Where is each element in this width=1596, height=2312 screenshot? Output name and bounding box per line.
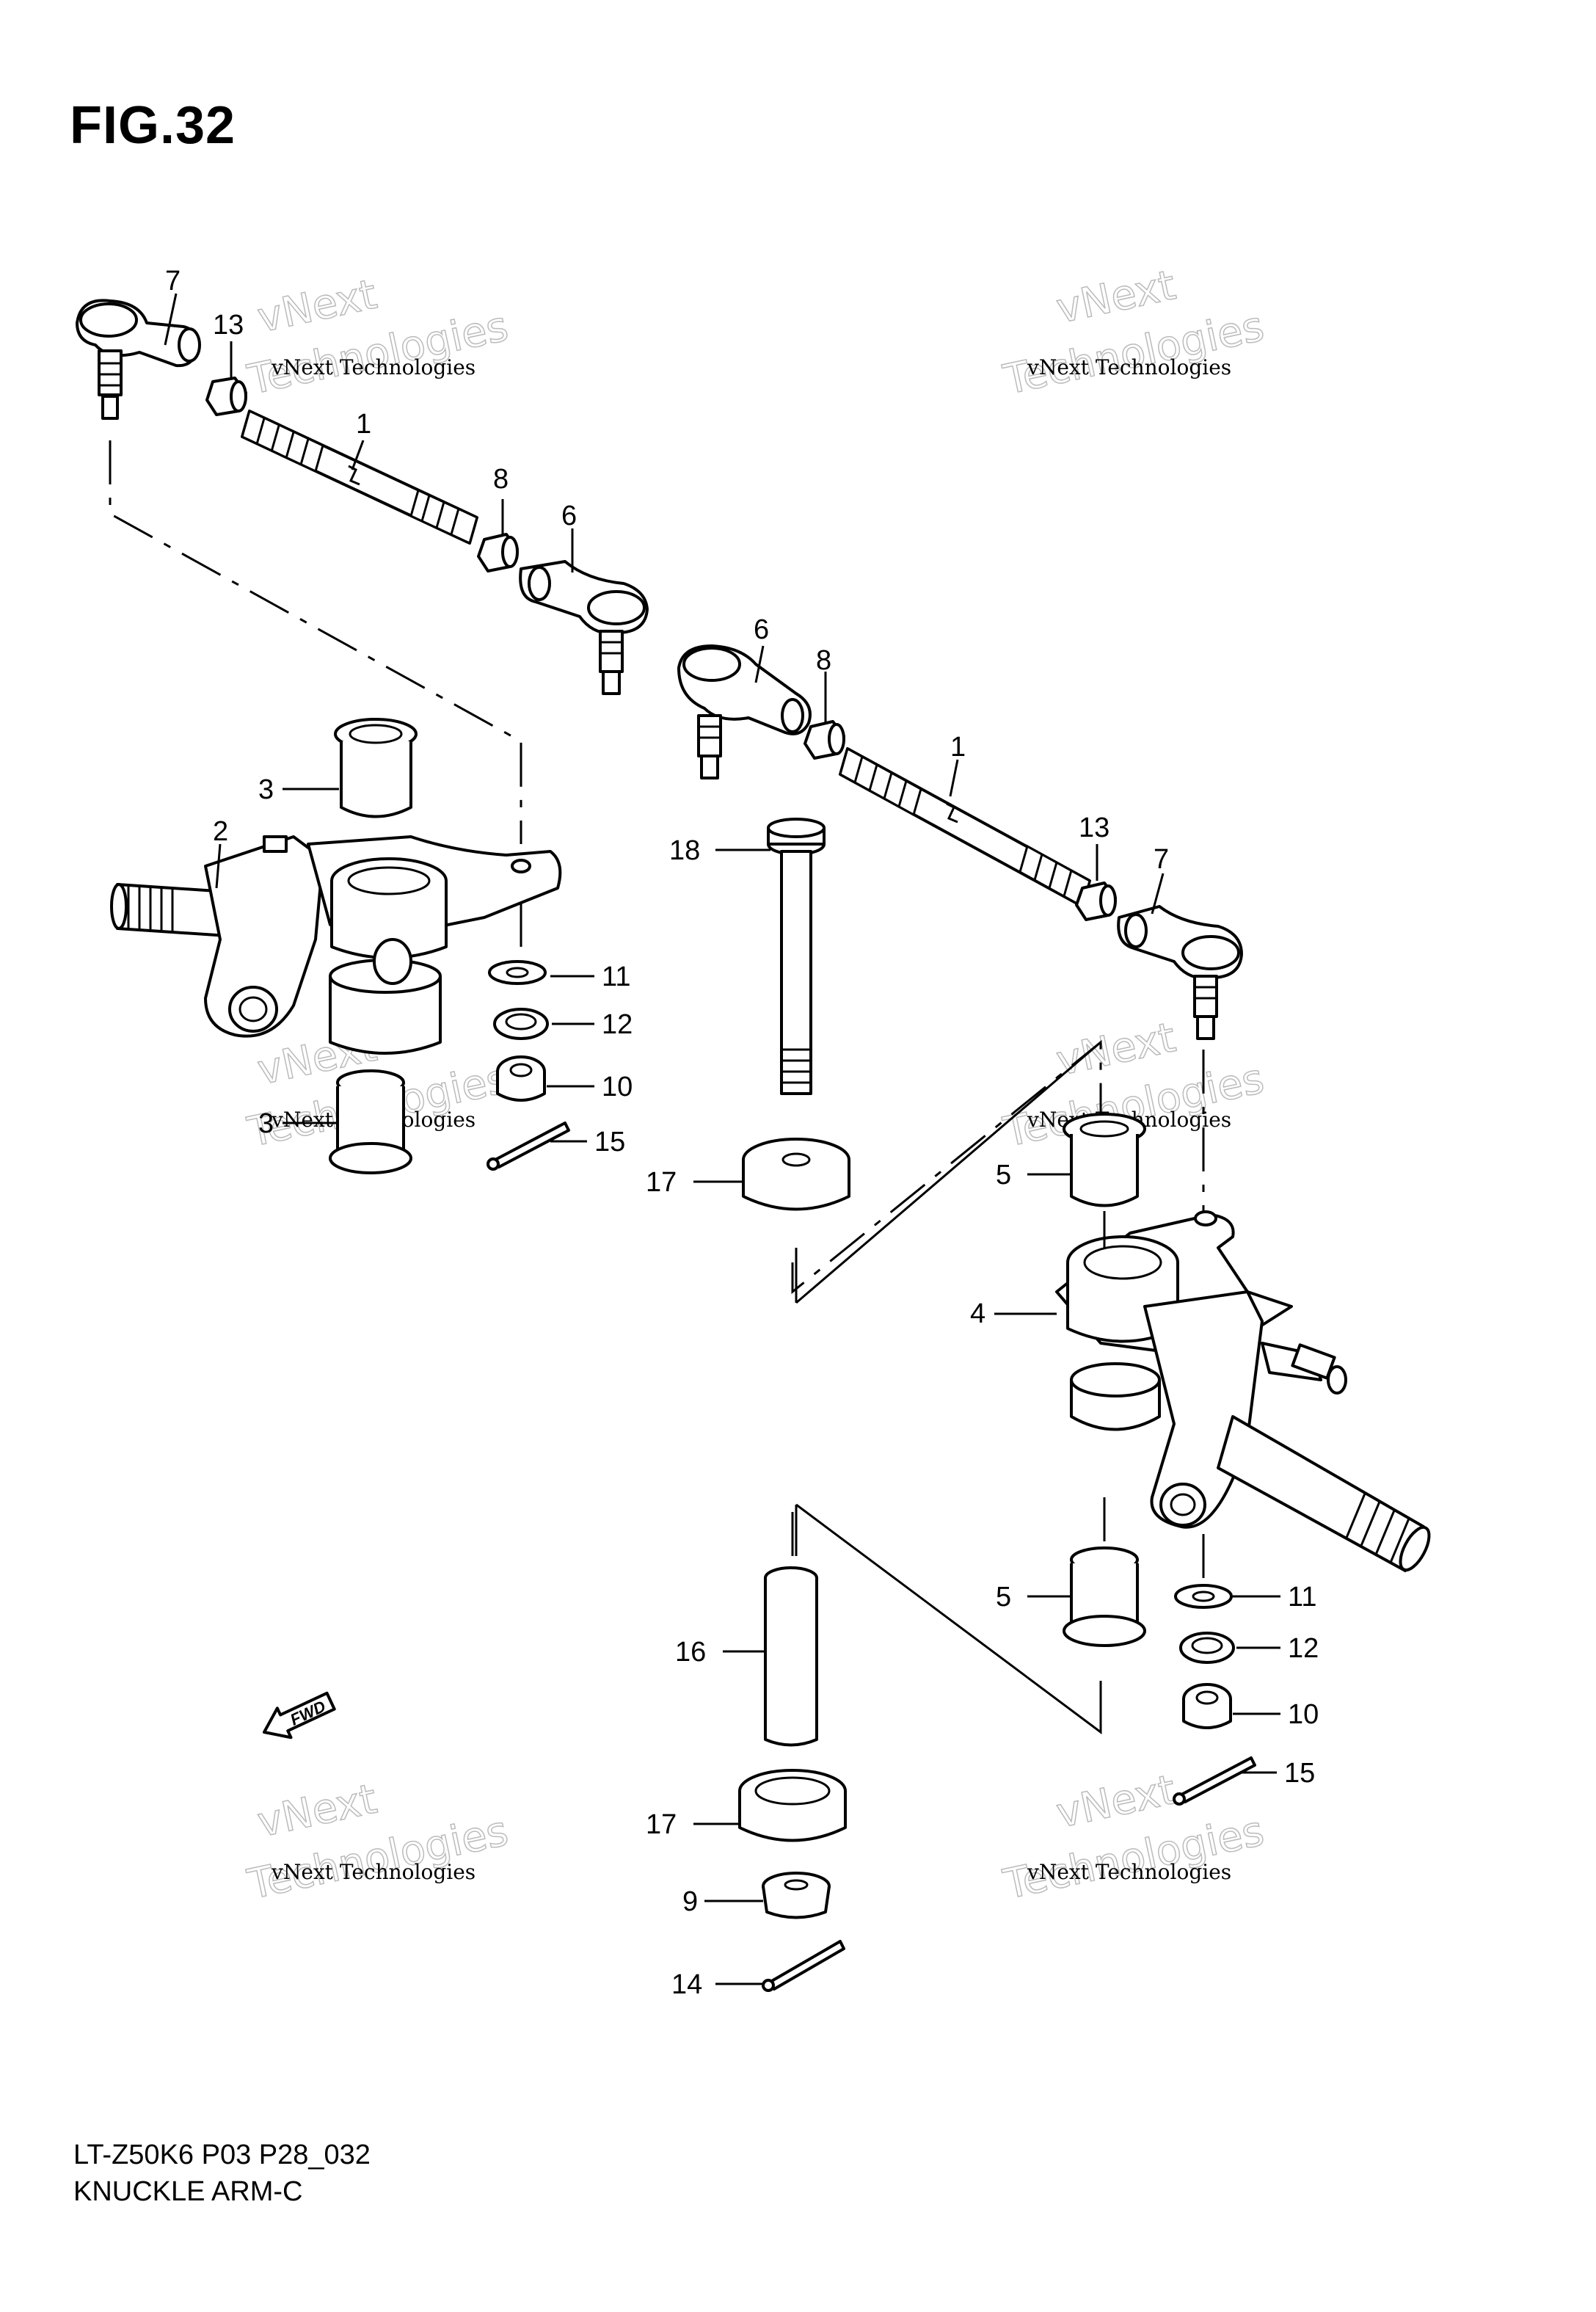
svg-text:vNext: vNext [1052, 1014, 1180, 1086]
svg-text:vNext Technologies: vNext Technologies [271, 1860, 475, 1884]
figure-title: FIG.32 [70, 96, 236, 155]
nut-8-right [804, 720, 845, 760]
svg-text:vNext Technologies: vNext Technologies [1027, 355, 1231, 379]
callout-11-right: 11 [1288, 1582, 1316, 1613]
callout-13-left: 13 [213, 310, 244, 341]
pin-16 [764, 1566, 818, 1747]
nut-13-left [205, 377, 247, 416]
nut-10-right [1182, 1683, 1232, 1729]
nut-9 [762, 1872, 831, 1919]
callout-4: 4 [970, 1298, 985, 1329]
cotter-pin-14 [762, 1940, 845, 1992]
callout-11-left: 11 [602, 961, 630, 992]
callout-8-left: 8 [493, 464, 509, 495]
callout-7-left: 7 [165, 266, 181, 297]
washer-11-right [1174, 1584, 1233, 1609]
leader-lines [164, 293, 1280, 1985]
watermark-bottom-left: vNext Technologies vNext Technologies [243, 1775, 513, 1910]
washer-12-left [493, 1008, 549, 1040]
bushing-5-lower [1063, 1546, 1146, 1647]
cotter-pin-15-left [487, 1122, 570, 1171]
nut-8-left [477, 533, 519, 572]
bushing-5-upper [1063, 1113, 1146, 1207]
callout-12-right: 12 [1288, 1633, 1319, 1664]
spacer-17-upper [742, 1138, 850, 1211]
bushing-3-lower [329, 1069, 412, 1174]
cotter-pin-15-right [1173, 1756, 1256, 1806]
svg-text:vNext: vNext [1052, 1766, 1180, 1838]
callout-1-left: 1 [356, 409, 371, 440]
callout-labels: 1 1 2 3 3 4 5 5 6 6 7 7 8 8 9 10 10 11 1… [165, 266, 1319, 2000]
washer-12-right [1179, 1632, 1235, 1664]
callout-14: 14 [671, 1969, 702, 2000]
callout-16: 16 [675, 1637, 706, 1668]
spacer-17-lower [738, 1769, 847, 1842]
svg-text:vNext Technologies: vNext Technologies [271, 355, 475, 379]
knuckle-4-right [1055, 1210, 1431, 1572]
callout-3-lower: 3 [258, 1108, 274, 1139]
callout-12-left: 12 [602, 1009, 633, 1040]
tie-rod-end-6-left [519, 560, 649, 695]
callout-15-right: 15 [1284, 1758, 1315, 1789]
callout-15-left: 15 [594, 1127, 625, 1157]
tie-rod-1-right [839, 746, 1091, 909]
tie-rod-end-7-left [76, 299, 201, 420]
callout-3-upper: 3 [258, 774, 274, 805]
callout-6-right: 6 [754, 614, 769, 645]
callout-13-right: 13 [1079, 813, 1109, 843]
model-code: LT-Z50K6 P03 P28_032 [73, 2140, 371, 2170]
tie-rod-end-6-right [677, 644, 812, 779]
watermark-top-right: vNext Technologies vNext Technologies [999, 261, 1269, 404]
svg-text:Technologies: Technologies [999, 1807, 1268, 1909]
svg-text:vNext Technologies: vNext Technologies [1027, 1860, 1231, 1884]
watermark-top-left: vNext Technologies vNext Technologies [243, 270, 513, 405]
svg-text:Technologies: Technologies [999, 302, 1268, 404]
callout-10-right: 10 [1288, 1699, 1319, 1730]
callout-17-upper: 17 [646, 1167, 677, 1198]
part-name: KNUCKLE ARM-C [73, 2176, 303, 2207]
nut-13-right [1075, 881, 1117, 921]
callout-17-lower: 17 [646, 1809, 677, 1840]
washer-11-left [488, 960, 547, 985]
callout-2: 2 [213, 816, 228, 847]
fwd-arrow-icon: FWD [263, 1691, 336, 1740]
svg-text:vNext: vNext [253, 271, 381, 343]
callout-6-left: 6 [561, 501, 577, 531]
svg-text:vNext: vNext [253, 1775, 381, 1847]
callout-10-left: 10 [602, 1072, 633, 1102]
callout-7-right: 7 [1154, 844, 1169, 875]
nut-10-left [496, 1055, 546, 1102]
bushing-3-upper [334, 718, 418, 818]
callout-9: 9 [682, 1886, 698, 1917]
knuckle-2-left [110, 835, 562, 1055]
callout-1-right: 1 [950, 732, 966, 763]
svg-text:vNext: vNext [1052, 261, 1180, 333]
callout-5-upper: 5 [996, 1160, 1011, 1190]
tie-rod-1-left [241, 409, 478, 545]
callout-8-right: 8 [816, 645, 831, 676]
bolt-18 [767, 818, 826, 1095]
tie-rod-end-7-right [1117, 905, 1243, 1040]
callout-18: 18 [669, 835, 700, 866]
assembly-lines [109, 440, 1205, 1734]
callout-5-lower: 5 [996, 1582, 1011, 1613]
